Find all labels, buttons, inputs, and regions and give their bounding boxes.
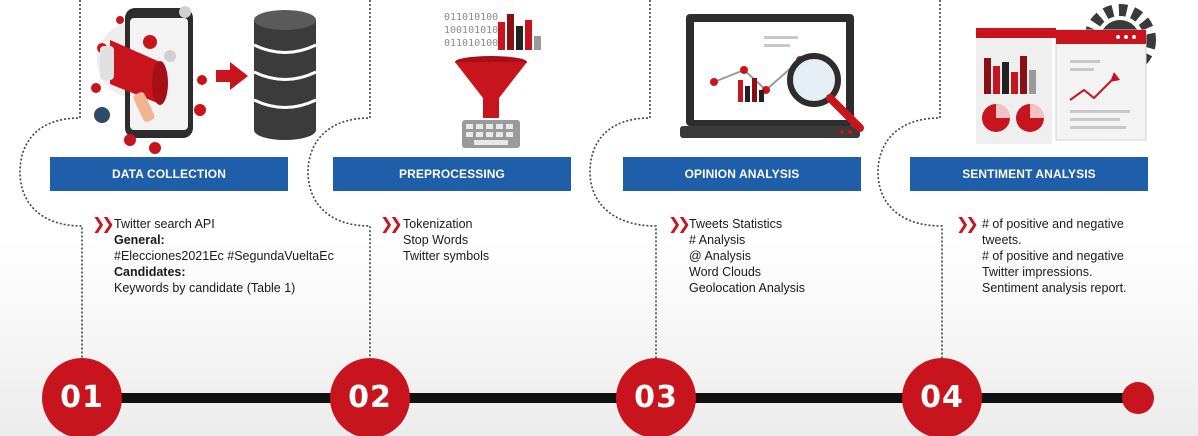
megaphone-database-icon bbox=[91, 6, 317, 154]
step-number-01: 01 bbox=[60, 380, 104, 415]
binary-text: 011010100 bbox=[444, 12, 498, 23]
detail-line: #Elecciones2021Ec #SegundaVueltaEc bbox=[114, 249, 334, 263]
detail-line: # of positive and negative bbox=[982, 249, 1124, 263]
detail-line: Word Clouds bbox=[689, 265, 762, 279]
connector-03 bbox=[589, 0, 657, 368]
stage-title: OPINION ANALYSIS bbox=[684, 167, 800, 181]
connector-02 bbox=[307, 0, 371, 368]
chevron-right-icon: ❯❯ bbox=[380, 214, 403, 233]
stage-label-sentiment-analysis: SENTIMENT ANALYSIS bbox=[910, 157, 1148, 191]
step-circle-02 bbox=[330, 358, 410, 436]
detail-line: Keywords by candidate (Table 1) bbox=[114, 281, 296, 295]
stage-title: SENTIMENT ANALYSIS bbox=[962, 167, 1096, 181]
step-circle-01 bbox=[42, 358, 122, 436]
detail-line: # Analysis bbox=[689, 233, 746, 247]
detail-heading: Candidates: bbox=[114, 265, 186, 279]
step-number-04: 04 bbox=[920, 380, 964, 415]
detail-line: Twitter impressions. bbox=[982, 265, 1093, 279]
detail-line: Twitter search API bbox=[114, 217, 215, 231]
detail-line: Tokenization bbox=[403, 217, 473, 231]
timeline-end-dot bbox=[1122, 382, 1154, 414]
binary-text: 011010100 bbox=[444, 38, 498, 49]
detail-line: Geolocation Analysis bbox=[689, 281, 806, 295]
stage-label-preprocessing: PREPROCESSING bbox=[333, 157, 571, 191]
detail-line: Twitter symbols bbox=[403, 249, 490, 263]
chevron-right-icon: ❯❯ bbox=[956, 214, 979, 233]
stage-title: PREPROCESSING bbox=[399, 167, 505, 181]
chevron-right-icon: ❯❯ bbox=[92, 214, 115, 233]
stage-title: DATA COLLECTION bbox=[112, 167, 226, 181]
detail-line: Sentiment analysis report. bbox=[982, 281, 1127, 295]
detail-line: Stop Words bbox=[403, 233, 469, 247]
stage-label-opinion-analysis: OPINION ANALYSIS bbox=[623, 157, 861, 191]
step-number-03: 03 bbox=[634, 380, 678, 415]
stage-details-01: Twitter search API General: #Elecciones2… bbox=[114, 216, 334, 296]
connector-04 bbox=[877, 0, 943, 368]
stage-details-03: Tweets Statistics # Analysis @ Analysis … bbox=[689, 216, 805, 296]
step-number-02: 02 bbox=[348, 380, 392, 415]
step-circle-04 bbox=[902, 358, 982, 436]
laptop-magnifier-icon bbox=[680, 14, 864, 138]
dashboard-gear-icon bbox=[976, 4, 1156, 144]
detail-line: Tweets Statistics bbox=[689, 217, 783, 231]
detail-heading: General: bbox=[114, 233, 165, 247]
detail-line: # of positive and negative bbox=[982, 217, 1124, 231]
chevron-right-icon: ❯❯ bbox=[668, 214, 691, 233]
detail-line: @ Analysis bbox=[689, 249, 752, 263]
stage-label-data-collection: DATA COLLECTION bbox=[50, 157, 288, 191]
detail-line: tweets. bbox=[982, 233, 1022, 247]
dashed-connectors bbox=[19, 0, 943, 368]
stage-details-02: Tokenization Stop Words Twitter symbols bbox=[403, 216, 489, 264]
connector-01 bbox=[19, 0, 83, 368]
funnel-binary-icon: 011010100 100101010 011010100 bbox=[444, 12, 541, 148]
stage-details-04: # of positive and negative tweets. # of … bbox=[982, 216, 1127, 296]
step-circle-03 bbox=[616, 358, 696, 436]
binary-text: 100101010 bbox=[444, 25, 498, 36]
